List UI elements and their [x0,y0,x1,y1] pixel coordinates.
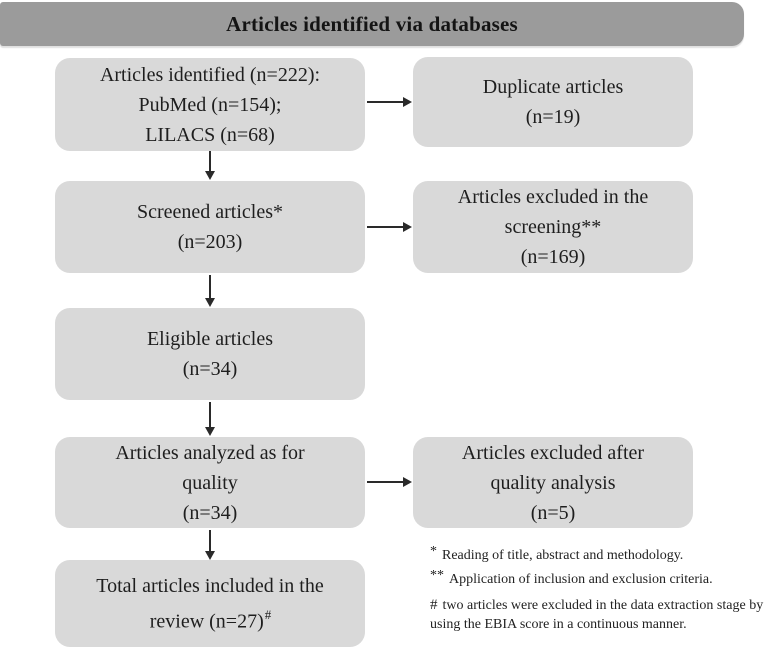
footnote-marker: # [430,596,438,613]
hash-superscript: # [264,606,272,622]
footnote-text: two articles were excluded in the data e… [430,597,764,633]
arrow-down-icon [205,427,215,436]
box-line: Articles identified (n=222): [99,63,321,86]
box-line: quality [182,471,238,494]
box-line: (n=5) [530,501,576,524]
arrow-line [209,151,211,172]
footnote-double-asterisk: ** Application of inclusion and exclusion… [430,568,770,589]
box-line: LILACS (n=68) [145,123,275,146]
arrow-down-icon [205,171,215,180]
box-line: PubMed (n=154); [138,93,282,116]
arrow-right-icon [403,222,412,232]
arrow-line [209,402,211,428]
footnote-asterisk: * Reading of title, abstract and methodol… [430,544,770,565]
box-line: screening** [504,216,602,238]
footnote-text: Reading of title, abstract and methodolo… [442,548,684,563]
header-banner: Articles identified via databases [0,2,744,46]
arrow-down-icon [205,551,215,560]
diagram-title: Articles identified via databases [226,11,518,36]
box-excluded-quality: Articles excluded after quality analysis… [413,437,693,528]
arrow-line [209,530,211,552]
footnote-text: Application of inclusion and exclusion c… [449,572,713,588]
box-line: (n=34) [182,501,238,524]
box-articles-identified: Articles identified (n=222): PubMed (n=1… [55,58,365,151]
box-duplicate-articles: Duplicate articles (n=19) [413,57,693,147]
box-total-included: Total articles included in the review (n… [55,560,365,647]
arrow-down-icon [205,298,215,307]
box-line: Total articles included in the [96,574,324,597]
arrow-line [367,226,404,228]
box-line: Eligible articles [146,328,274,350]
arrow-line [209,275,211,299]
box-line: Articles excluded after [461,441,645,464]
footnote-marker: ** [430,568,444,584]
arrow-right-icon [403,97,412,107]
arrow-right-icon [403,477,412,487]
box-line: (n=19) [525,106,581,128]
box-excluded-screening: Articles excluded in the screening** (n=… [413,181,693,273]
arrow-line [367,481,404,483]
footnotes: * Reading of title, abstract and methodol… [430,544,770,640]
box-line: Duplicate articles [482,76,624,98]
box-line: (n=34) [182,358,238,380]
box-line: review (n=27)# [149,606,272,633]
box-line: (n=203) [177,231,243,253]
box-articles-analyzed-quality: Articles analyzed as for quality (n=34) [55,437,365,528]
box-line: (n=169) [520,246,586,268]
footnote-hash: #two articles were excluded in the data … [430,595,770,635]
footnote-marker: * [430,544,437,559]
box-line: quality analysis [490,471,616,494]
box-eligible-articles: Eligible articles (n=34) [55,308,365,400]
box-screened-articles: Screened articles* (n=203) [55,181,365,273]
box-line: Articles analyzed as for [115,441,305,464]
box-line: Screened articles* [136,201,284,223]
arrow-line [367,101,404,103]
box-line: Articles excluded in the [457,186,649,208]
